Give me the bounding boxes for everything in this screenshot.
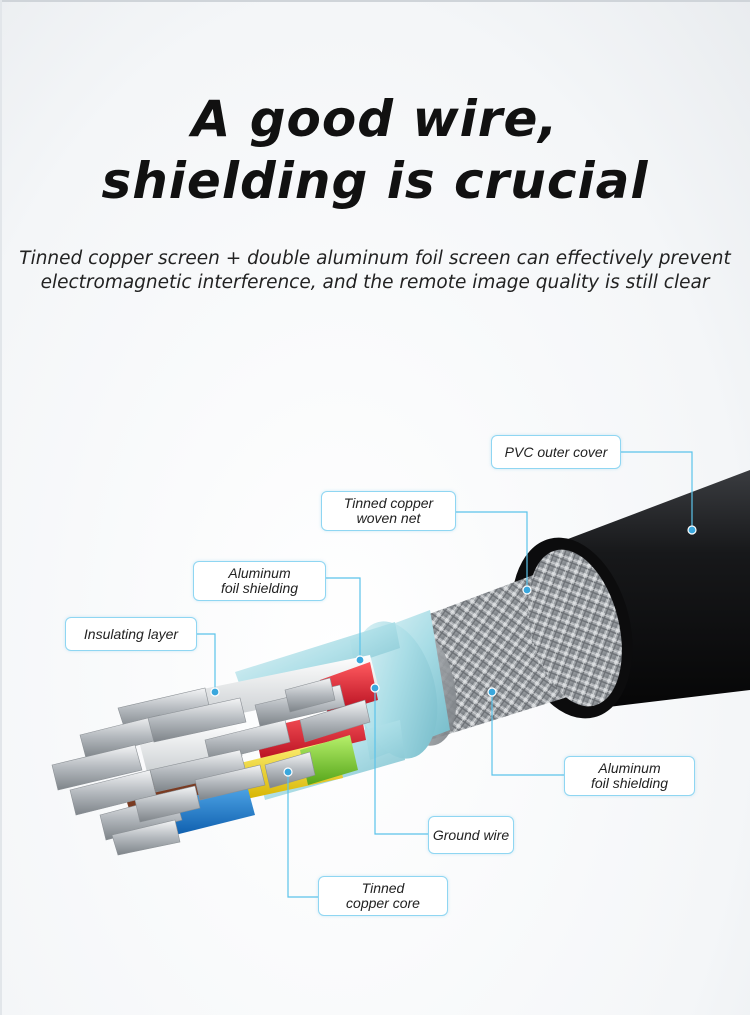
callout-text: Insulating layer xyxy=(83,625,179,642)
top-divider xyxy=(0,0,750,2)
callout-pvc-outer-cover: PVC outer cover xyxy=(491,435,621,469)
callout-text-line-2: foil shielding xyxy=(220,580,299,596)
left-divider xyxy=(0,0,2,1015)
copper-strands xyxy=(51,677,371,856)
callout-text-line-1: Tinned xyxy=(361,880,405,896)
callout-ground-wire: Ground wire xyxy=(428,816,514,854)
callout-text-line-2: foil shielding xyxy=(590,775,669,791)
callout-anchor-dots xyxy=(210,525,697,777)
callout-tinned-copper-core: Tinned copper core xyxy=(318,876,448,916)
callout-text: Ground wire xyxy=(432,826,510,843)
callout-text-line-2: copper core xyxy=(346,895,420,911)
headline-line-2: shielding is crucial xyxy=(101,152,649,210)
callout-text-line-1: Aluminum xyxy=(598,760,661,776)
headline-line-1: A good wire, xyxy=(191,90,559,148)
callout-text-line-1: Tinned copper xyxy=(343,495,434,511)
callout-tinned-copper-woven-net: Tinned copper woven net xyxy=(321,491,456,531)
callout-text: PVC outer cover xyxy=(504,443,608,460)
subtitle-line-1: Tinned copper screen + double aluminum f… xyxy=(19,248,731,269)
callout-insulating-layer: Insulating layer xyxy=(65,617,197,651)
callout-text-line-2: woven net xyxy=(356,510,421,526)
callout-text-line-1: Aluminum xyxy=(228,565,291,581)
callout-aluminum-foil-shielding-top: Aluminum foil shielding xyxy=(193,561,326,601)
callout-aluminum-foil-shielding-right: Aluminum foil shielding xyxy=(564,756,695,796)
callout-leaders xyxy=(190,451,693,898)
subtitle-line-2: electromagnetic interference, and the re… xyxy=(40,272,710,293)
